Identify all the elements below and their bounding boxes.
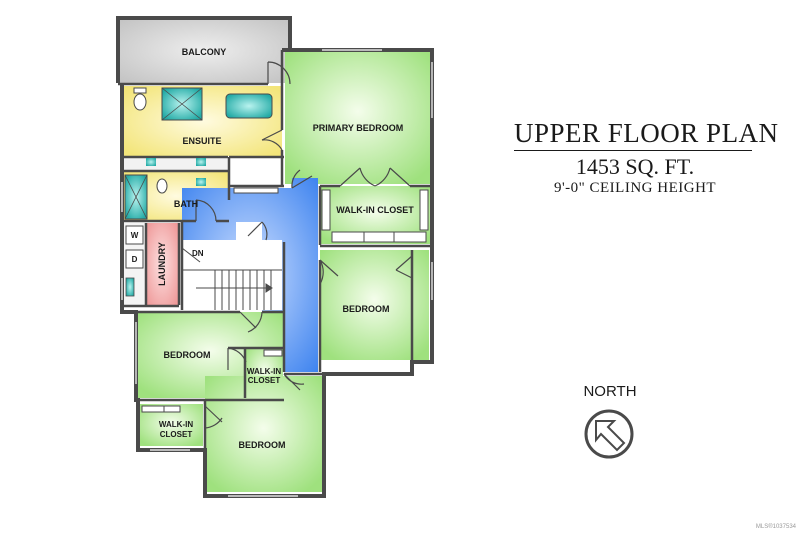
- vanity-sink-2: [196, 158, 206, 166]
- primary-bedroom-floor: [285, 52, 431, 184]
- room-label-walk-in-closet-primary: WALK-IN CLOSET: [336, 205, 414, 215]
- plan-area: 1453 SQ. FT.: [575, 154, 695, 179]
- stairs-floor: [182, 240, 282, 310]
- plan-title: UPPER FLOOR PLAN: [514, 118, 779, 148]
- room-label-ensuite: ENSUITE: [182, 136, 221, 146]
- linen-floor: [230, 158, 284, 186]
- bedroom-south-floor: [205, 376, 322, 492]
- interior-walls: [118, 50, 432, 450]
- bath-sink: [196, 178, 206, 186]
- room-label-bedroom-south: BEDROOM: [239, 440, 286, 450]
- room-label-walk-in-closet-west-line1: WALK-IN: [247, 367, 281, 376]
- doors: [195, 61, 413, 429]
- hall-floor: [182, 178, 318, 372]
- toilet-ensuite: [133, 93, 147, 111]
- watermark: MLS®1037534: [755, 524, 796, 530]
- room-label-bedroom-east: BEDROOM: [343, 304, 390, 314]
- room-label-laundry: LAUNDRY: [157, 242, 167, 286]
- washer-box: [125, 225, 144, 245]
- room-label-walk-in-closet-sw-line2: CLOSET: [160, 430, 193, 439]
- washer-label: W: [131, 231, 139, 240]
- linen-shelf: [233, 187, 279, 194]
- ceiling-height: 9'-0" CEILING HEIGHT: [553, 180, 717, 196]
- title-divider: [514, 150, 752, 151]
- laundry-sink: [125, 277, 135, 297]
- room-label-walk-in-closet-sw-line1: WALK-IN: [159, 420, 193, 429]
- bathtub: [225, 93, 273, 119]
- north-arrow-icon: [584, 409, 634, 459]
- vanity-sink-1: [146, 158, 156, 166]
- room-label-bath: BATH: [174, 199, 198, 209]
- dryer-box: [125, 249, 144, 269]
- stairs-down-label: DN: [192, 249, 204, 258]
- laundry-floor: [146, 223, 178, 305]
- room-label-bedroom-west: BEDROOM: [164, 350, 211, 360]
- dryer-label: D: [132, 255, 138, 264]
- room-label-primary-bedroom: PRIMARY BEDROOM: [313, 123, 404, 133]
- stairs: [181, 247, 282, 310]
- balcony-floor: [118, 18, 290, 83]
- closet-shelves: [141, 189, 429, 413]
- north-label: NORTH: [583, 383, 637, 400]
- ensuite-fixtures: [124, 87, 279, 297]
- room-label-walk-in-closet-west-line2: CLOSET: [248, 376, 281, 385]
- washer-dryer: [125, 225, 144, 269]
- room-label-balcony: BALCONY: [182, 47, 227, 57]
- toilet-bath: [156, 178, 168, 194]
- windows: [121, 49, 433, 497]
